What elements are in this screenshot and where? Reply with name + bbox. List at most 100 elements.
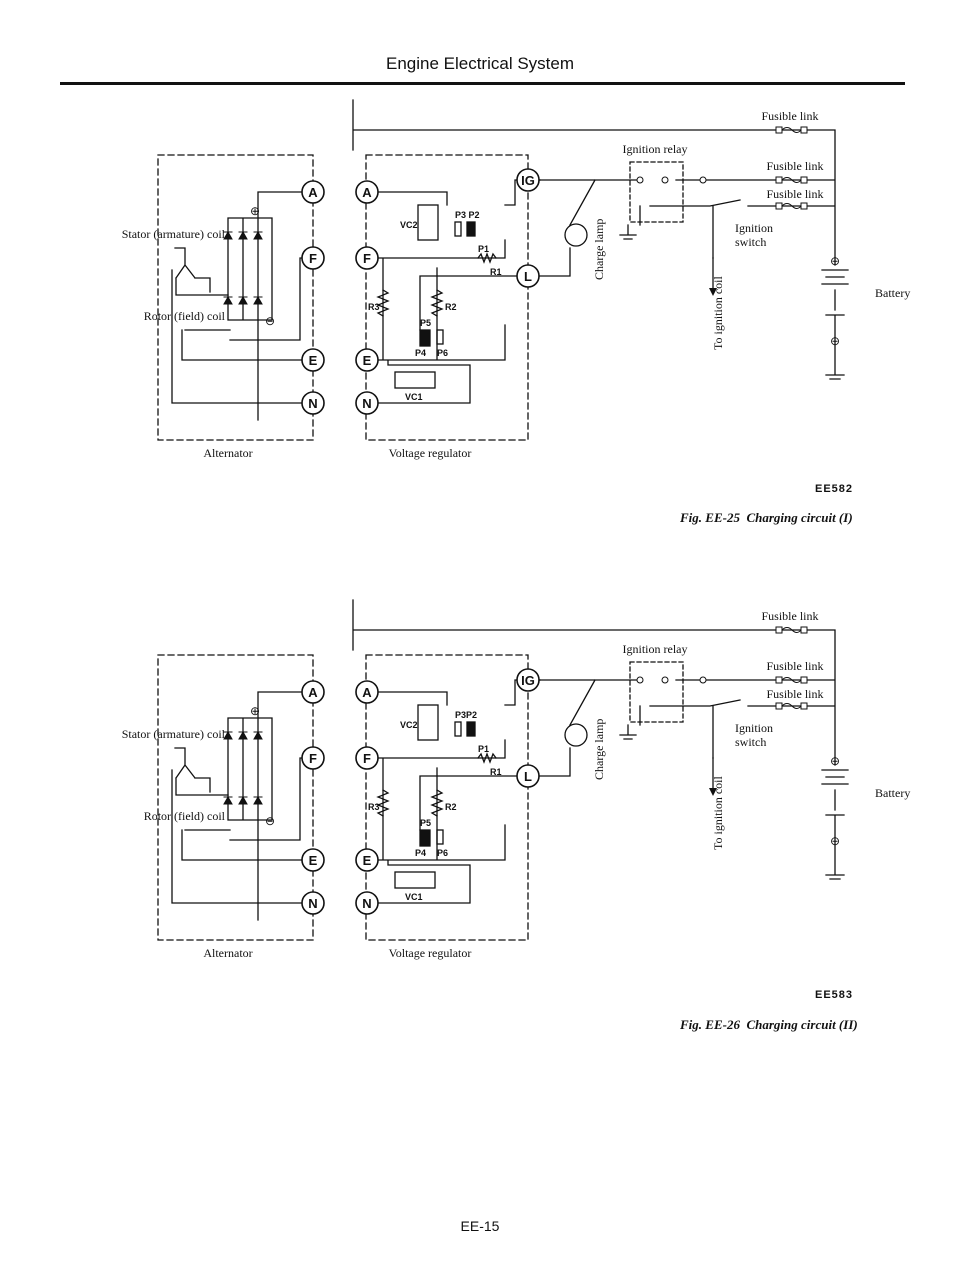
battery-minus-icon: ⊖ bbox=[830, 334, 840, 348]
plus-icon: ⊕ bbox=[250, 204, 260, 218]
label-ignition-switch: switch bbox=[735, 235, 766, 249]
alternator-terminal-f: F bbox=[301, 746, 325, 770]
label-stator-coil: Stator (armature) coil bbox=[122, 227, 226, 241]
terminal-label: A bbox=[362, 185, 372, 200]
minus-icon: ⊖ bbox=[265, 314, 275, 328]
figure-title: Charging circuit (I) bbox=[746, 510, 853, 525]
diode-icon bbox=[223, 230, 233, 240]
regulator-terminal-l: L bbox=[516, 264, 540, 288]
coil-vc1 bbox=[394, 371, 436, 389]
figure-caption: Fig. EE-26 Charging circuit (II) bbox=[680, 1017, 858, 1033]
regulator-terminal-l: L bbox=[516, 764, 540, 788]
resistor-r1 bbox=[477, 252, 497, 264]
label-ignition-switch: Ignition bbox=[735, 721, 773, 735]
label-r2: R2 bbox=[445, 802, 457, 812]
contact-p6 bbox=[436, 329, 444, 345]
fuse-icon bbox=[775, 702, 808, 710]
regulator-terminal-n: N bbox=[355, 891, 379, 915]
label-vc2: VC2 bbox=[400, 720, 418, 730]
label-rotor-coil: Rotor (field) coil bbox=[144, 309, 226, 323]
label-r3: R3 bbox=[368, 302, 380, 312]
page-number: EE-15 bbox=[460, 1218, 500, 1234]
alternator-terminal-n: N bbox=[301, 391, 325, 415]
label-vc1: VC1 bbox=[405, 892, 423, 902]
label-p4: P4 bbox=[415, 848, 426, 858]
label-fusible-link: Fusible link bbox=[766, 159, 823, 173]
label-ignition-switch: Ignition bbox=[735, 221, 773, 235]
ignition-relay-boundary bbox=[629, 661, 684, 723]
diode-icon bbox=[223, 795, 233, 805]
charge-lamp-icon bbox=[564, 723, 588, 747]
label-alternator: Alternator bbox=[203, 446, 252, 460]
contact-p2 bbox=[466, 721, 476, 737]
regulator-boundary bbox=[365, 154, 529, 441]
label-ignition-relay: Ignition relay bbox=[623, 642, 688, 656]
label-charge-lamp: Charge lamp bbox=[592, 219, 606, 280]
battery-plus-icon: ⊕ bbox=[830, 254, 840, 268]
resistor-r2 bbox=[430, 789, 444, 817]
resistor-r2 bbox=[430, 289, 444, 317]
fuse-icon bbox=[775, 202, 808, 210]
label-ignition-relay: Ignition relay bbox=[623, 142, 688, 156]
label-fusible-link: Fusible link bbox=[761, 109, 818, 123]
coil-vc2 bbox=[417, 204, 439, 241]
label-voltage-regulator: Voltage regulator bbox=[389, 946, 472, 960]
fuse-icon bbox=[775, 676, 808, 684]
contact-p2 bbox=[466, 221, 476, 237]
battery-icon bbox=[821, 269, 849, 380]
diode-icon bbox=[253, 295, 263, 305]
diode-icon bbox=[253, 795, 263, 805]
label-alternator: Alternator bbox=[203, 946, 252, 960]
fuse-icon bbox=[775, 176, 808, 184]
diode-icon bbox=[223, 295, 233, 305]
ignition-relay-boundary bbox=[629, 161, 684, 223]
alternator-terminal-a: A bbox=[301, 680, 325, 704]
regulator-terminal-f: F bbox=[355, 746, 379, 770]
alternator-terminal-a: A bbox=[301, 180, 325, 204]
figure-code: EE582 bbox=[815, 483, 854, 495]
figure-caption: Fig. EE-25 Charging circuit (I) bbox=[680, 510, 853, 526]
terminal-label: E bbox=[363, 853, 372, 868]
regulator-terminal-ig: IG bbox=[516, 168, 540, 192]
contact-p5 bbox=[419, 329, 431, 347]
diode-icon bbox=[253, 730, 263, 740]
label-fusible-link: Fusible link bbox=[766, 687, 823, 701]
label-voltage-regulator: Voltage regulator bbox=[389, 446, 472, 460]
label-fusible-link: Fusible link bbox=[766, 187, 823, 201]
terminal-label: IG bbox=[521, 673, 535, 688]
minus-icon: ⊖ bbox=[265, 814, 275, 828]
header-rule bbox=[60, 82, 905, 85]
terminal-label: F bbox=[363, 251, 371, 266]
regulator-terminal-e: E bbox=[355, 848, 379, 872]
label-charge-lamp: Charge lamp bbox=[592, 719, 606, 780]
alternator-terminal-n: N bbox=[301, 891, 325, 915]
label-vc1: VC1 bbox=[405, 392, 423, 402]
label-p5: P5 bbox=[420, 818, 431, 828]
fuse-icon bbox=[775, 626, 808, 634]
label-r1: R1 bbox=[490, 267, 502, 277]
diode-icon bbox=[253, 230, 263, 240]
regulator-terminal-ig: IG bbox=[516, 668, 540, 692]
label-stator-coil: Stator (armature) coil bbox=[122, 727, 226, 741]
figure-code: EE583 bbox=[815, 989, 854, 1001]
label-ignition-switch: switch bbox=[735, 735, 766, 749]
contact-p3 bbox=[454, 221, 462, 237]
label-p5: P5 bbox=[420, 318, 431, 328]
alternator-terminal-e: E bbox=[301, 348, 325, 372]
label-p1: P1 bbox=[478, 244, 489, 254]
resistor-r3 bbox=[376, 789, 390, 817]
alternator-boundary bbox=[157, 154, 314, 441]
terminal-label: F bbox=[363, 751, 371, 766]
terminal-label: N bbox=[308, 396, 317, 411]
ground-icon bbox=[619, 724, 637, 740]
label-fusible-link: Fusible link bbox=[761, 609, 818, 623]
label-fusible-link: Fusible link bbox=[766, 659, 823, 673]
label-p3p2: P3P2 bbox=[455, 710, 477, 720]
contact-p3 bbox=[454, 721, 462, 737]
label-p6: P6 bbox=[437, 848, 448, 858]
label-p3p2: P3 P2 bbox=[455, 210, 480, 220]
label-vc2: VC2 bbox=[400, 220, 418, 230]
